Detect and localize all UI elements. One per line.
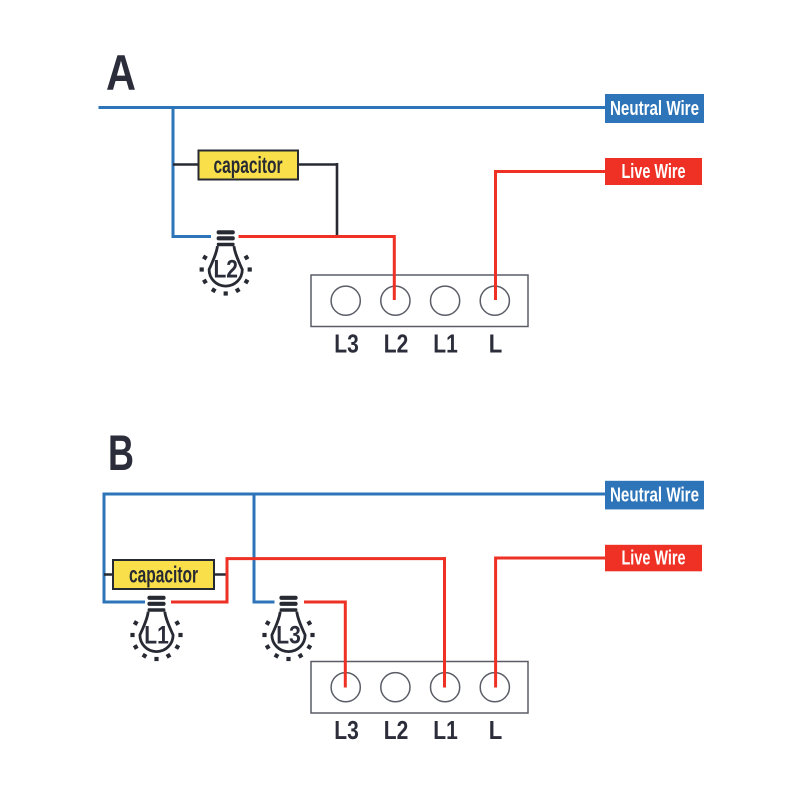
svg-text:L1: L1	[433, 329, 458, 359]
svg-text:L: L	[489, 715, 503, 745]
svg-text:Neutral Wire: Neutral Wire	[610, 485, 699, 507]
svg-text:L2: L2	[213, 256, 238, 284]
svg-text:L1: L1	[433, 715, 458, 745]
svg-text:L: L	[489, 329, 503, 359]
svg-text:capacitor: capacitor	[129, 562, 198, 588]
svg-text:Live Wire: Live Wire	[622, 161, 686, 183]
svg-text:L2: L2	[384, 715, 409, 745]
svg-text:B: B	[108, 424, 134, 481]
svg-text:L3: L3	[334, 329, 359, 359]
svg-text:L1: L1	[144, 622, 169, 650]
svg-text:capacitor: capacitor	[214, 152, 283, 178]
svg-text:L2: L2	[384, 329, 409, 359]
svg-text:A: A	[106, 44, 136, 101]
svg-text:L3: L3	[276, 622, 301, 650]
svg-text:L3: L3	[334, 715, 359, 745]
svg-text:Neutral Wire: Neutral Wire	[610, 98, 699, 120]
svg-text:Live Wire: Live Wire	[622, 548, 686, 570]
